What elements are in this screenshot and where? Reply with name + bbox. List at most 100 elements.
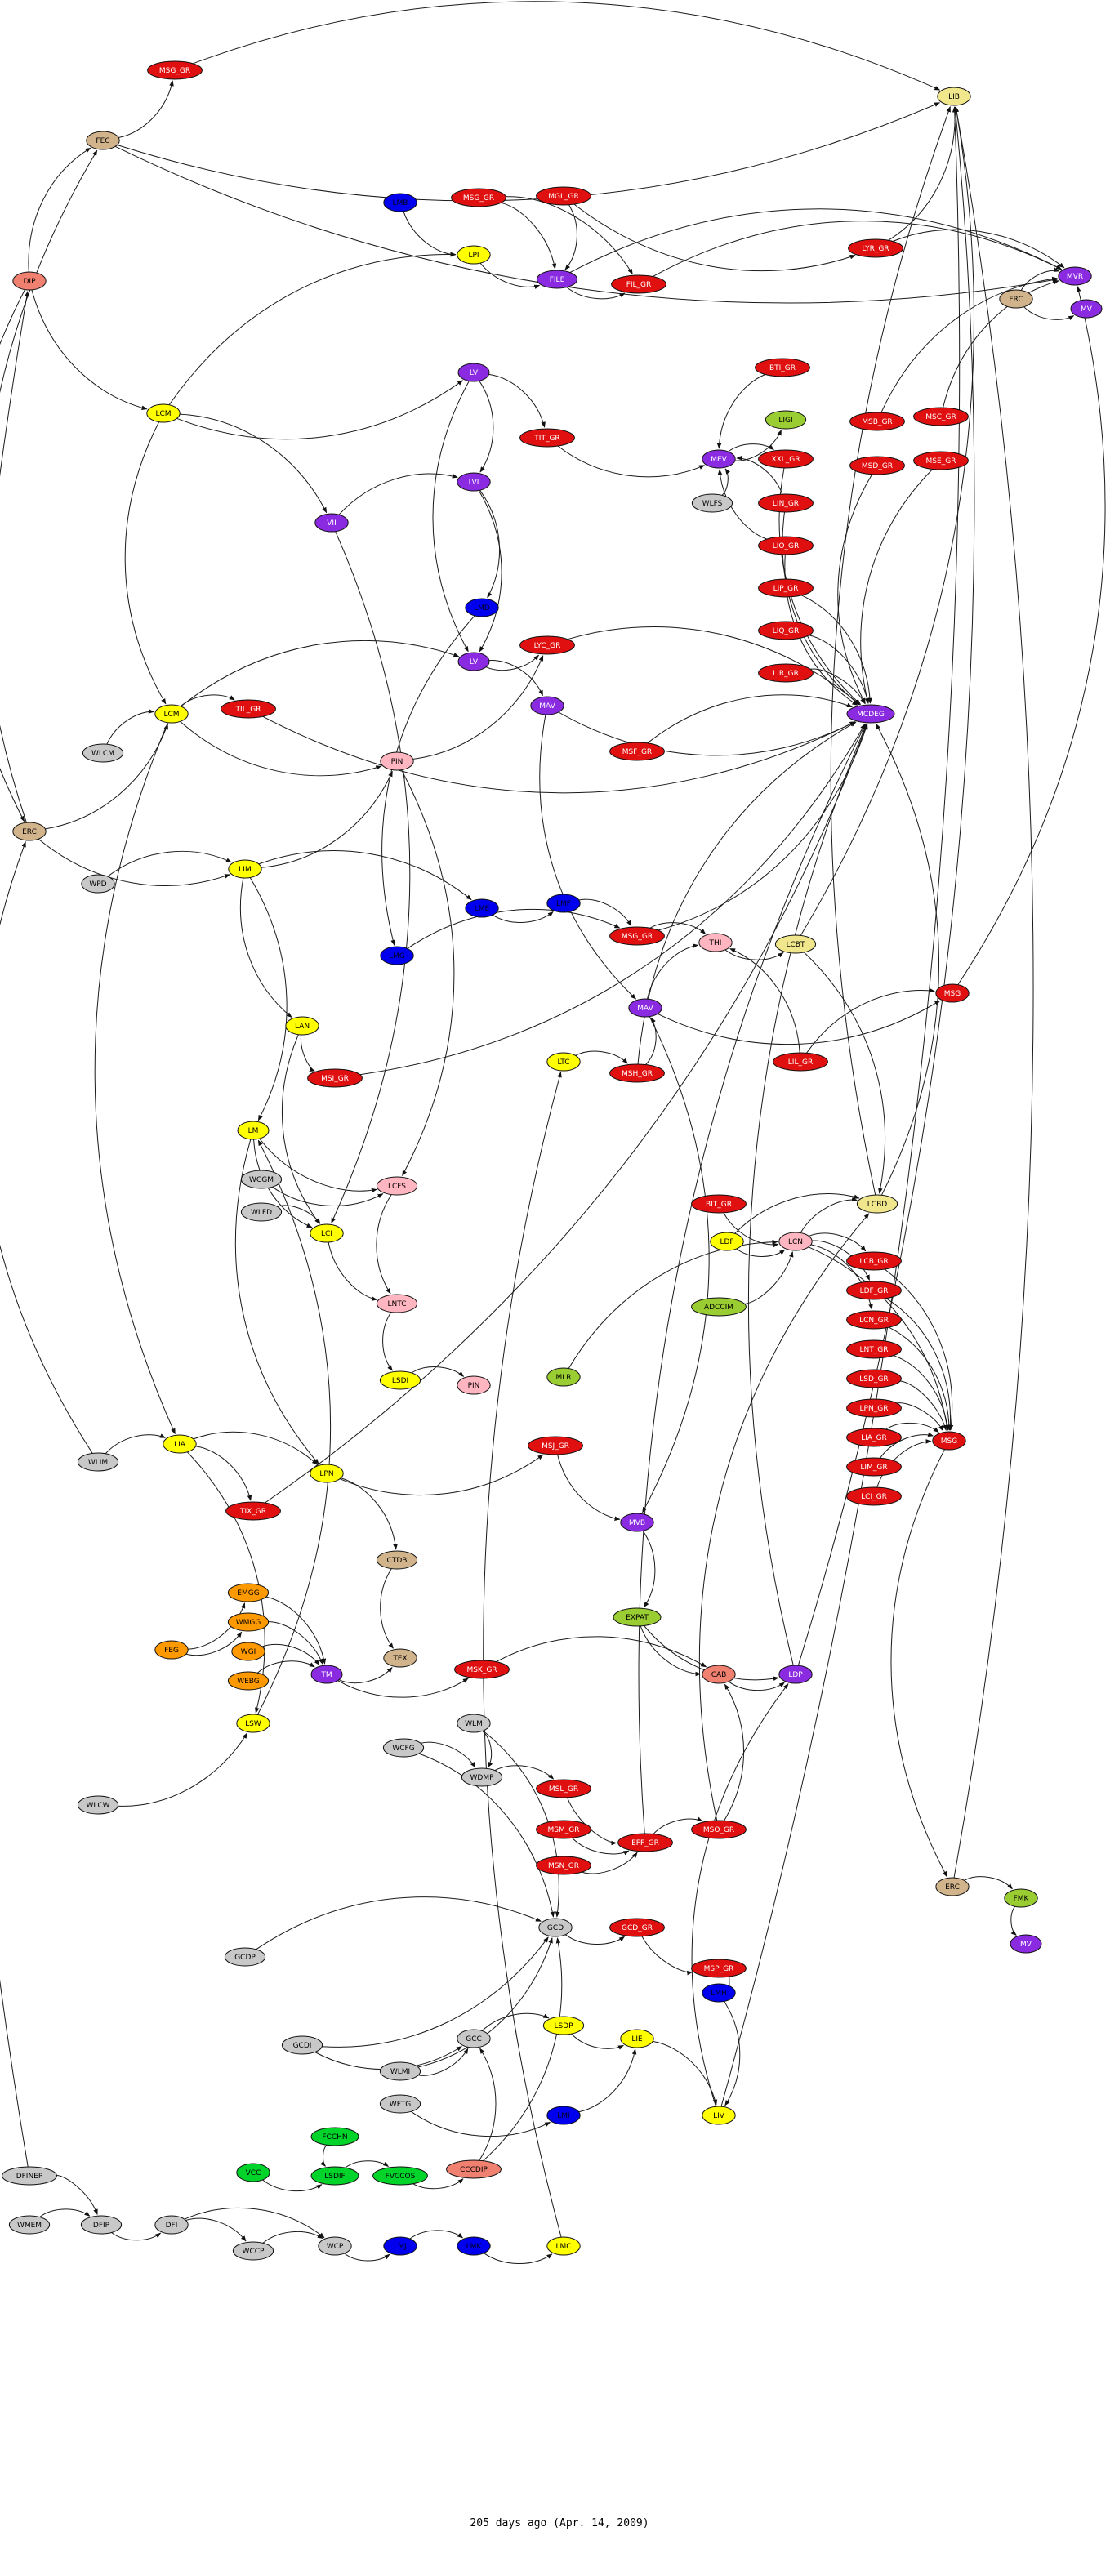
graph-node[interactable]: MSI_GR [307, 1068, 363, 1088]
graph-node[interactable]: MSG [932, 1431, 966, 1451]
graph-node[interactable]: VCC [236, 2163, 270, 2182]
graph-node[interactable]: MV [1070, 299, 1103, 319]
graph-node[interactable]: LCFS [376, 1176, 418, 1196]
graph-node[interactable]: LCI_GR [846, 1486, 902, 1506]
graph-node[interactable]: LAN [285, 1016, 319, 1036]
graph-node[interactable]: MCDEG [846, 704, 895, 724]
graph-node[interactable]: LMF [546, 894, 581, 913]
graph-node[interactable]: LIO_GR [758, 536, 814, 555]
graph-node[interactable]: WCP [318, 2236, 352, 2256]
graph-node[interactable]: PIN [380, 751, 414, 771]
graph-node[interactable]: LCM [154, 704, 189, 724]
graph-node[interactable]: LCB_GR [846, 1251, 902, 1271]
graph-node[interactable]: WLCM [82, 743, 124, 763]
graph-node[interactable]: LIA_GR [846, 1428, 902, 1447]
graph-node[interactable]: LPN_GR [846, 1398, 902, 1418]
graph-node[interactable]: LCBT [774, 934, 817, 954]
graph-node[interactable]: MEV [702, 449, 736, 469]
graph-node[interactable]: WMEM [8, 2215, 51, 2235]
graph-node[interactable]: EMGG [227, 1583, 270, 1602]
graph-node[interactable]: LCN_GR [846, 1310, 902, 1330]
graph-node[interactable]: LPN [310, 1464, 344, 1483]
graph-node[interactable]: CAB [702, 1665, 736, 1684]
graph-node[interactable]: MSH_GR [609, 1063, 665, 1083]
graph-node[interactable]: FEC [86, 131, 120, 150]
graph-node[interactable]: WPD [81, 874, 115, 894]
graph-node[interactable]: MSC_GR [913, 407, 969, 426]
graph-node[interactable]: LSD_GR [846, 1369, 902, 1388]
graph-node[interactable]: LIP_GR [758, 578, 814, 598]
graph-node[interactable]: LNTC [376, 1294, 418, 1313]
graph-node[interactable]: WCCP [232, 2241, 274, 2261]
graph-node[interactable]: LSW [236, 1714, 270, 1733]
graph-node[interactable]: LNT_GR [846, 1339, 902, 1359]
graph-node[interactable]: LDF_GR [846, 1281, 902, 1300]
graph-node[interactable]: DFI [154, 2215, 189, 2235]
graph-node[interactable]: LIGI [765, 410, 807, 430]
graph-node[interactable]: WEBG [227, 1671, 270, 1691]
graph-node[interactable]: LIQ_GR [758, 621, 814, 640]
graph-node[interactable]: CCCDIP [446, 2159, 502, 2179]
graph-node[interactable]: LMB [383, 193, 417, 212]
graph-node[interactable]: LIA [163, 1434, 197, 1454]
graph-node[interactable]: MSE_GR [913, 451, 969, 470]
graph-node[interactable]: TIT_GR [519, 428, 575, 448]
graph-node[interactable]: DFIP [80, 2215, 123, 2235]
graph-node[interactable]: MSJ_GR [528, 1436, 583, 1455]
graph-node[interactable]: LMJ [383, 2236, 417, 2256]
graph-node[interactable]: MSP_GR [691, 1959, 747, 1978]
graph-node[interactable]: LCM [146, 403, 181, 423]
graph-node[interactable]: LCI [310, 1223, 344, 1243]
graph-node[interactable]: MLR [546, 1367, 581, 1387]
graph-node[interactable]: LIM_GR [846, 1457, 902, 1477]
graph-node[interactable]: CTDB [376, 1550, 418, 1570]
graph-node[interactable]: LMI [546, 2106, 581, 2125]
graph-node[interactable]: LPI [457, 245, 491, 265]
graph-node[interactable]: PIN [457, 1375, 491, 1395]
graph-node[interactable]: DFINEP [2, 2166, 57, 2186]
graph-node[interactable]: LIV [702, 2106, 736, 2125]
graph-node[interactable]: MAV [628, 998, 662, 1018]
graph-node[interactable]: TIX_GR [225, 1501, 281, 1521]
graph-node[interactable]: LMC [546, 2236, 581, 2256]
graph-node[interactable]: LME [465, 898, 499, 918]
graph-node[interactable]: MVB [620, 1513, 654, 1532]
graph-node[interactable]: LIL_GR [773, 1052, 828, 1072]
graph-node[interactable]: ERC [935, 1877, 970, 1896]
graph-node[interactable]: MSB_GR [849, 412, 905, 431]
graph-node[interactable]: LV [457, 363, 490, 382]
graph-node[interactable]: EXPAT [613, 1607, 662, 1627]
graph-node[interactable]: LIR_GR [758, 663, 814, 683]
graph-node[interactable]: MSL_GR [536, 1779, 591, 1798]
graph-node[interactable]: FVCCOS [372, 2166, 428, 2186]
graph-node[interactable]: DIP [12, 271, 47, 291]
graph-node[interactable]: GCDP [224, 1947, 266, 1967]
graph-node[interactable]: LDF [710, 1232, 744, 1251]
graph-node[interactable]: BIT_GR [691, 1194, 747, 1214]
graph-node[interactable]: LYC_GR [519, 635, 575, 655]
graph-node[interactable]: MGL_GR [536, 186, 591, 206]
graph-node[interactable]: MSG_GR [451, 188, 506, 207]
graph-node[interactable]: WLIM [77, 1452, 119, 1472]
graph-node[interactable]: WCFG [382, 1738, 425, 1758]
graph-node[interactable]: WLFD [240, 1202, 283, 1222]
graph-node[interactable]: FEG [154, 1640, 189, 1660]
graph-node[interactable]: LVI [457, 472, 491, 492]
graph-node[interactable]: EFF_GR [617, 1833, 673, 1852]
graph-node[interactable]: FIL_GR [611, 274, 666, 294]
graph-node[interactable]: MSG_GR [609, 926, 665, 946]
graph-node[interactable]: FILE [536, 270, 578, 289]
graph-node[interactable]: MSG_GR [147, 60, 203, 80]
graph-node[interactable]: MV [1010, 1934, 1042, 1954]
graph-node[interactable]: TEX [383, 1648, 417, 1668]
graph-node[interactable]: FMK [1004, 1888, 1038, 1908]
graph-node[interactable]: LDP [778, 1665, 813, 1684]
graph-node[interactable]: LMH [702, 1983, 736, 2003]
graph-node[interactable]: LSDIF [310, 2166, 359, 2186]
graph-node[interactable]: FCCHN [310, 2127, 359, 2146]
graph-node[interactable]: WLM [457, 1714, 491, 1733]
graph-node[interactable]: WFTG [379, 2094, 421, 2114]
graph-node[interactable]: MSM_GR [536, 1820, 591, 1839]
graph-node[interactable]: WGI [231, 1642, 265, 1661]
graph-node[interactable]: TIL_GR [221, 699, 276, 719]
